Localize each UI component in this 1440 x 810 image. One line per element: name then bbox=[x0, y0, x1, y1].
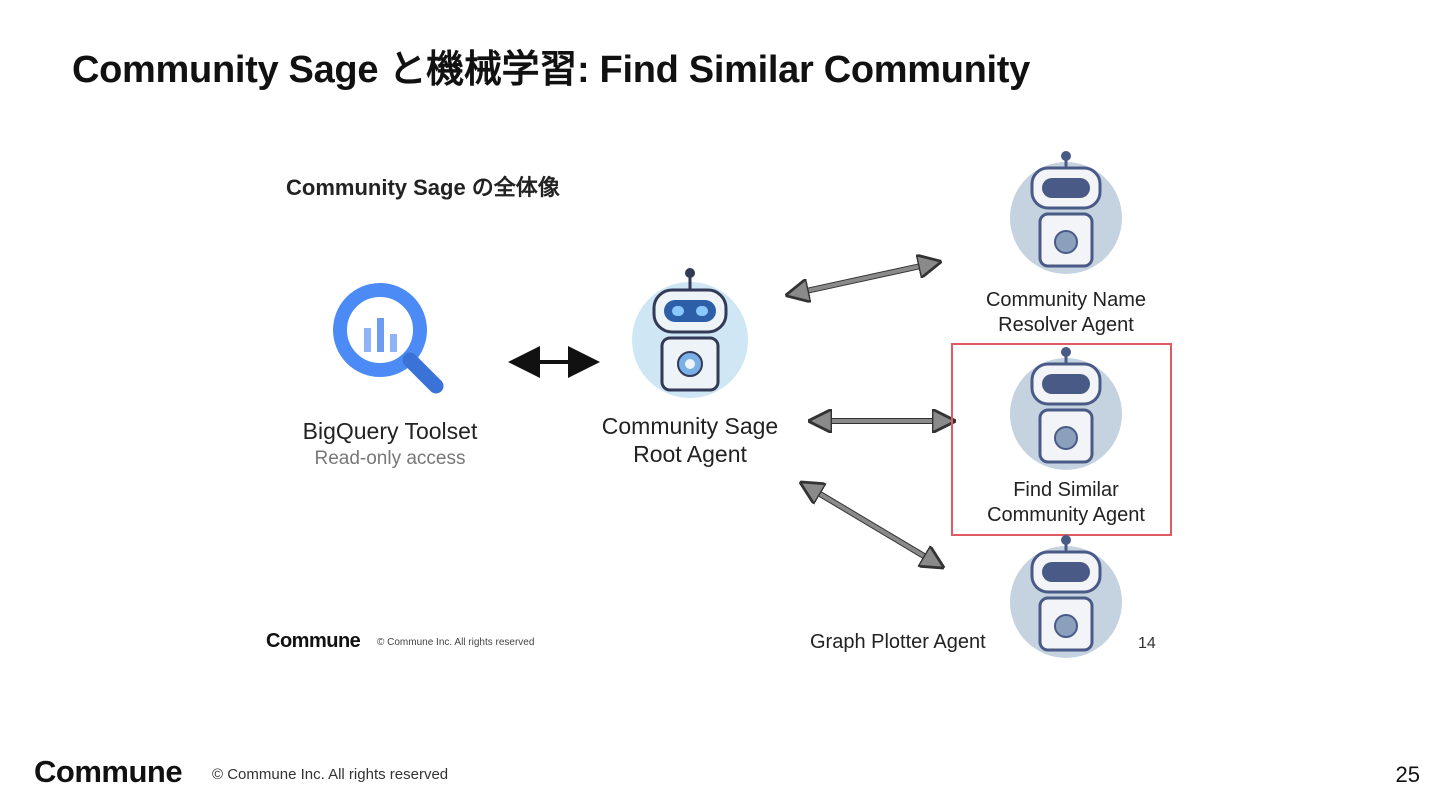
similar-label-line1: Find Similar bbox=[1013, 479, 1119, 501]
embedded-architecture-diagram: Community Sage の全体像 bbox=[262, 150, 1182, 660]
root-node-label: Community Sage Root Agent bbox=[590, 412, 790, 468]
footer-copyright: © Commune Inc. All rights reserved bbox=[212, 766, 449, 783]
resolver-label-line1: Community Name bbox=[985, 289, 1147, 311]
root-label-line1: Community Sage bbox=[601, 413, 779, 439]
similar-node-label: Find Similar Community Agent bbox=[946, 478, 1182, 528]
footer-logo: Commune bbox=[34, 754, 183, 789]
arrow-root-plotter bbox=[810, 488, 934, 562]
root-label-line2: Root Agent bbox=[633, 441, 747, 467]
arrows-layer bbox=[508, 150, 1182, 660]
bigquery-node-label: BigQuery Toolset Read-only access bbox=[290, 418, 490, 472]
bigquery-magnifier-icon bbox=[333, 283, 444, 394]
inner-copyright: © Commune Inc. All rights reserved bbox=[377, 637, 535, 648]
similar-label-line2: Community Agent bbox=[987, 504, 1145, 526]
plotter-node-label: Graph Plotter Agent bbox=[810, 631, 986, 653]
slide-title: Community Sage と機械学習: Find Similar Commu… bbox=[72, 49, 1030, 91]
page-number: 25 bbox=[1395, 762, 1420, 787]
root-robot-icon bbox=[632, 268, 748, 398]
resolver-robot-icon bbox=[1010, 151, 1122, 274]
plotter-robot-icon bbox=[1010, 535, 1122, 658]
highlight-box bbox=[951, 343, 1172, 536]
arrow-root-resolver bbox=[797, 264, 930, 293]
resolver-label-line2: Resolver Agent bbox=[998, 314, 1134, 336]
similar-robot-icon bbox=[1010, 347, 1122, 470]
inner-page-number: 14 bbox=[1138, 635, 1156, 652]
bigquery-sublabel: Read-only access bbox=[314, 448, 466, 469]
diagram-title: Community Sage の全体像 bbox=[286, 175, 560, 200]
inner-logo: Commune bbox=[266, 630, 361, 652]
resolver-node-label: Community Name Resolver Agent bbox=[946, 288, 1182, 338]
bigquery-label: BigQuery Toolset bbox=[302, 418, 478, 444]
